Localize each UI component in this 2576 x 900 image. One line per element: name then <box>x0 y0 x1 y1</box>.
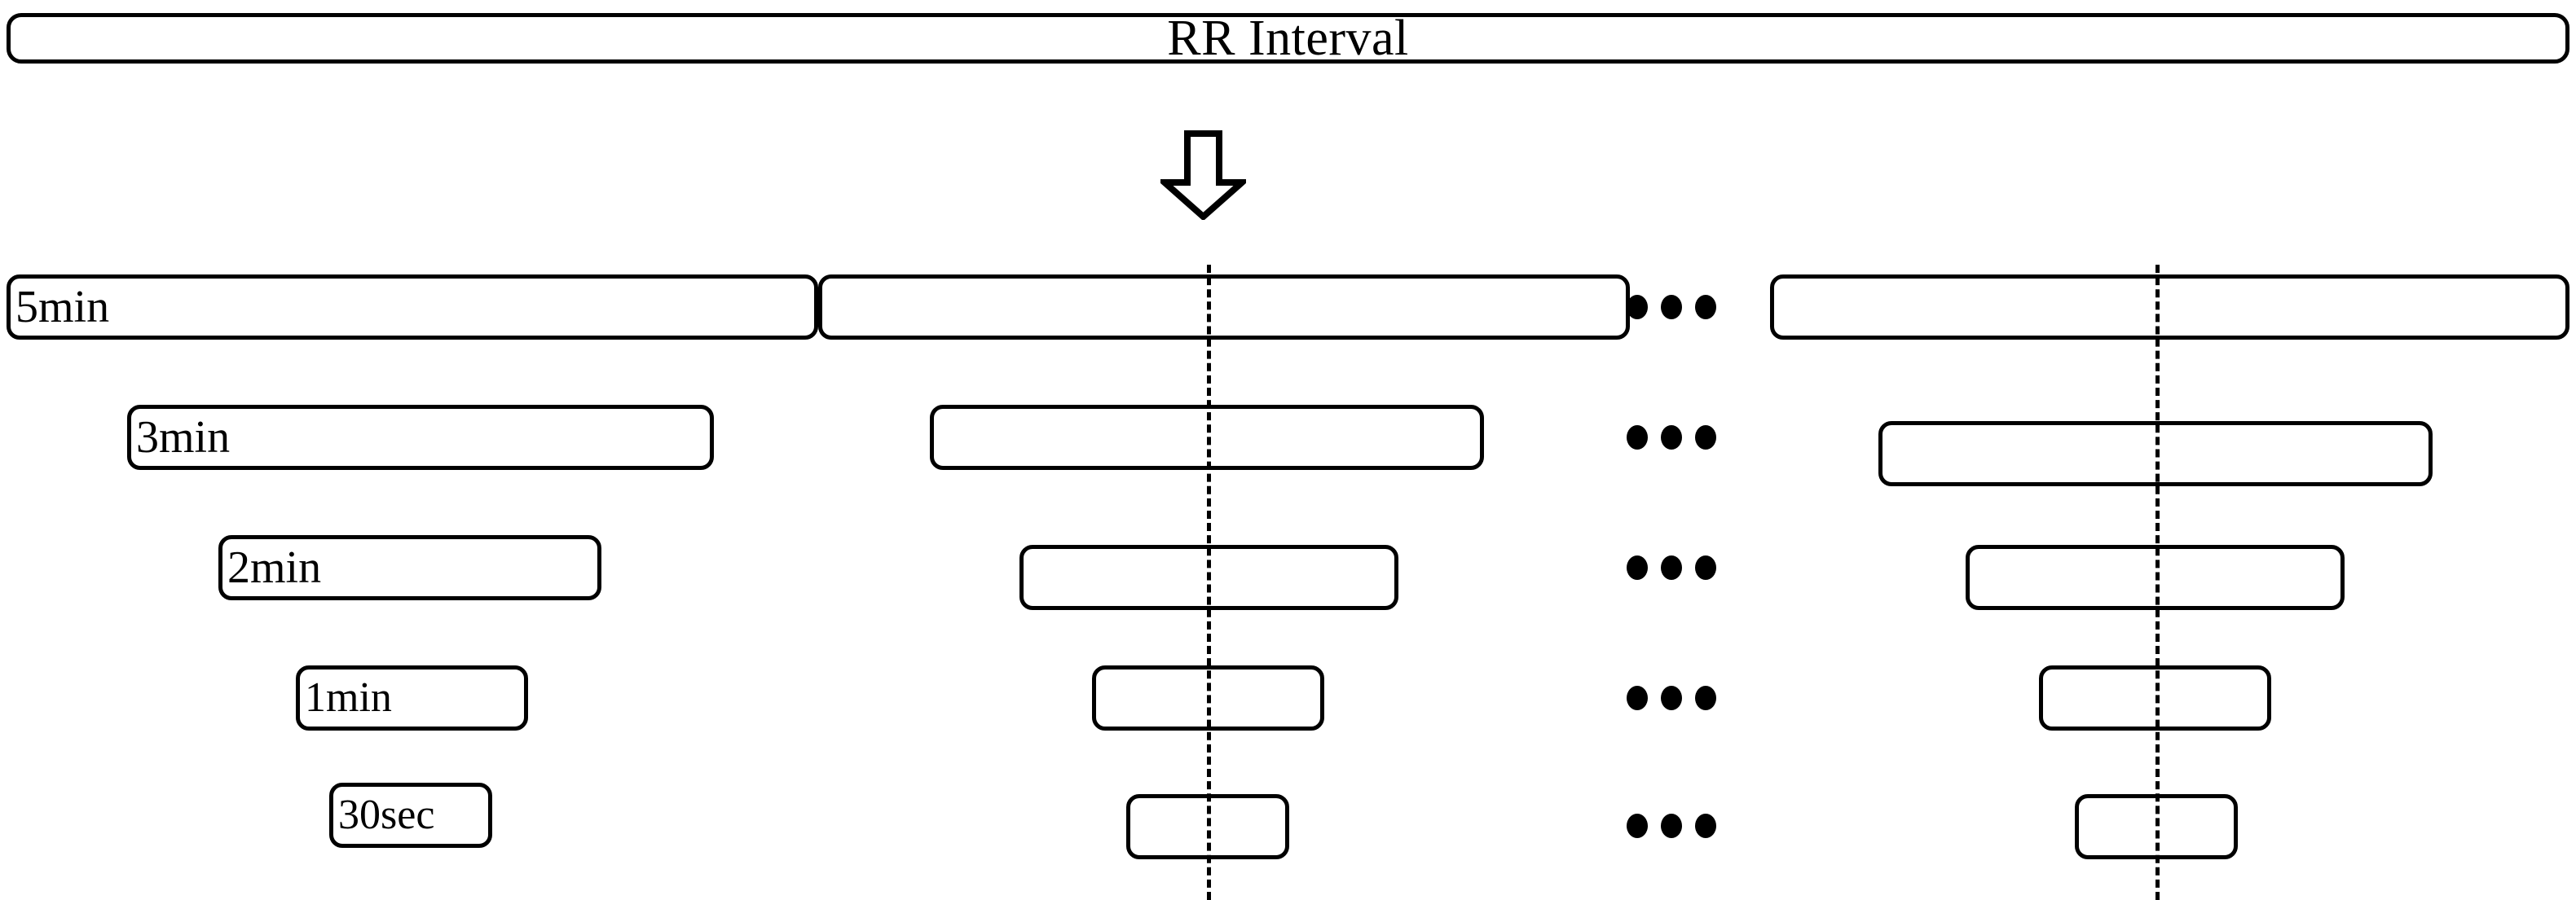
scale-label-30sec: 30sec <box>338 792 435 838</box>
ellipsis-dot <box>1627 425 1648 450</box>
scale-label-1min: 1min <box>305 674 392 721</box>
ellipsis-dot <box>1627 555 1648 580</box>
window-box-30sec-first: 30sec <box>329 783 492 848</box>
ellipsis-5min <box>1627 292 1741 323</box>
window-box-3min-last <box>1878 421 2433 486</box>
ellipsis-dot <box>1695 295 1716 319</box>
down-arrow-icon <box>1156 130 1251 222</box>
ellipsis-dot <box>1627 686 1648 710</box>
window-box-1min-first: 1min <box>296 665 528 731</box>
ellipsis-2min <box>1627 552 1741 583</box>
window-box-2min-last <box>1966 545 2345 610</box>
ellipsis-dot <box>1661 425 1682 450</box>
dashed-guide-right <box>2155 265 2160 900</box>
ellipsis-3min <box>1627 422 1741 453</box>
window-box-30sec-second <box>1126 794 1289 859</box>
ellipsis-dot <box>1627 295 1648 319</box>
scale-label-3min: 3min <box>136 412 231 463</box>
ellipsis-30sec <box>1627 810 1741 841</box>
ellipsis-dot <box>1695 814 1716 838</box>
window-box-30sec-last <box>2075 794 2238 859</box>
ellipsis-dot <box>1627 814 1648 838</box>
rr-interval-label: RR Interval <box>1167 11 1409 66</box>
window-box-5min-second <box>818 274 1630 340</box>
window-box-3min-first: 3min <box>127 405 714 470</box>
scale-label-5min: 5min <box>15 282 110 332</box>
window-box-3min-second <box>930 405 1484 470</box>
ellipsis-dot <box>1661 814 1682 838</box>
ellipsis-dot <box>1695 555 1716 580</box>
ellipsis-dot <box>1661 555 1682 580</box>
ellipsis-dot <box>1695 425 1716 450</box>
dashed-guide-middle <box>1207 265 1211 900</box>
window-box-1min-last <box>2039 665 2271 731</box>
window-box-2min-first: 2min <box>218 535 601 600</box>
window-box-5min-first: 5min <box>7 274 818 340</box>
ellipsis-1min <box>1627 683 1741 713</box>
ellipsis-dot <box>1695 686 1716 710</box>
window-box-2min-second <box>1019 545 1398 610</box>
ellipsis-dot <box>1661 295 1682 319</box>
rr-interval-banner: RR Interval <box>7 13 2569 64</box>
scale-label-2min: 2min <box>227 542 322 593</box>
window-box-1min-second <box>1092 665 1324 731</box>
ellipsis-dot <box>1661 686 1682 710</box>
window-box-5min-last <box>1770 274 2569 340</box>
